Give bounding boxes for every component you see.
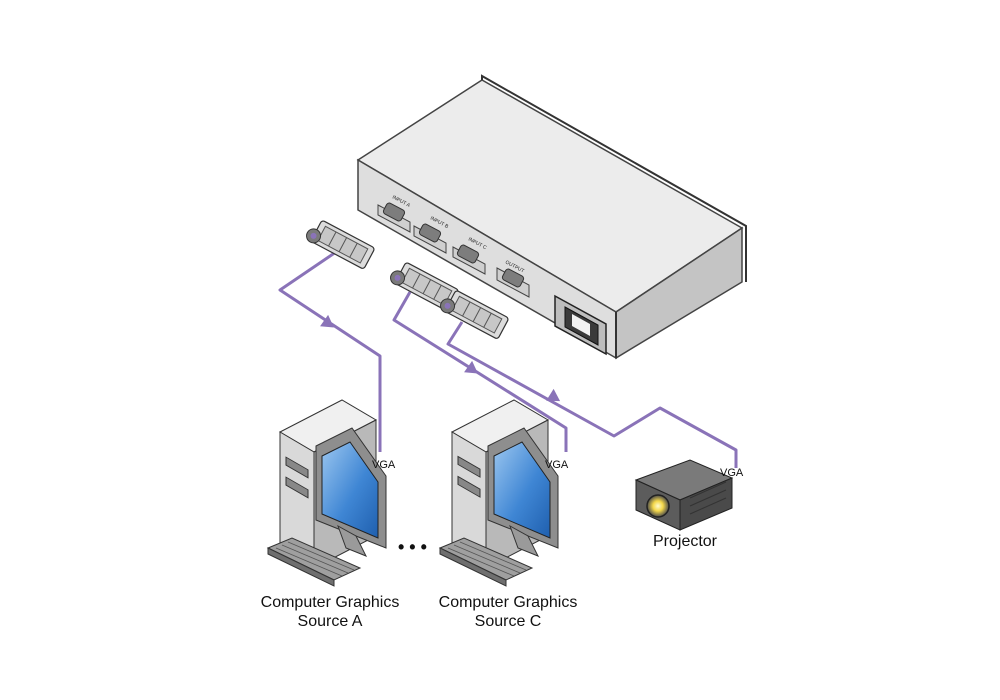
caption-source-c: Computer Graphics Source C: [418, 593, 598, 631]
caption-source-a-line2: Source A: [297, 613, 363, 630]
caption-source-c-line1: Computer Graphics: [438, 594, 578, 611]
vga-connector-input-a: [306, 220, 375, 269]
cable-projector: [446, 321, 738, 468]
vga-connector-output: [440, 290, 509, 339]
cable-label-source-c: VGA: [545, 459, 569, 471]
cable-label-source-a: VGA: [372, 459, 396, 471]
projector-lens: [646, 494, 670, 518]
switcher-device: INPUT A INPUT B INPUT C OUTPUT: [356, 74, 747, 360]
caption-source-c-line2: Source C: [474, 613, 542, 630]
ellipsis: • • •: [398, 537, 427, 557]
cable-label-projector: VGA: [720, 467, 744, 479]
signal-arrows: [320, 314, 561, 402]
caption-source-a: Computer Graphics Source A: [240, 593, 420, 631]
computer-source-c: [438, 399, 559, 587]
caption-projector-label: Projector: [652, 533, 718, 550]
cable-source-c: [392, 291, 568, 452]
power-inlet: [554, 294, 607, 356]
vga-connector-input-c: [390, 262, 459, 311]
computer-source-a: [266, 399, 387, 587]
caption-source-a-line1: Computer Graphics: [260, 594, 400, 611]
output-port: OUTPUT: [496, 259, 530, 298]
projector: [634, 459, 734, 531]
caption-projector: Projector: [630, 532, 740, 551]
